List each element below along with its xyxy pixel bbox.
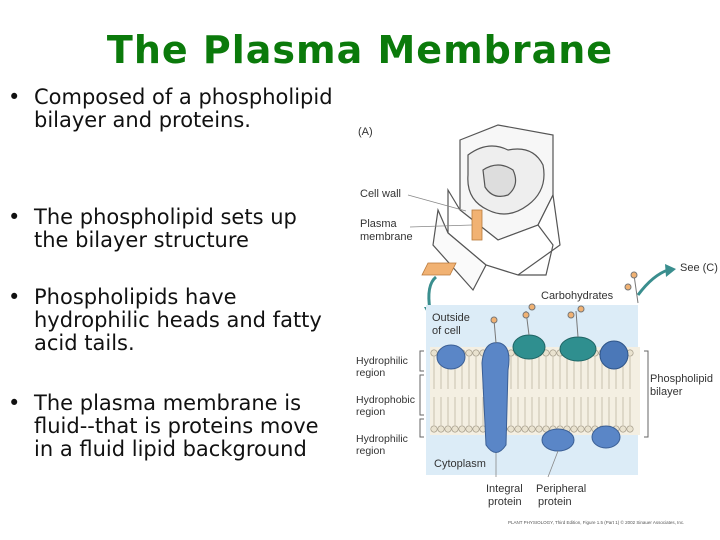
lipid-head <box>430 425 438 433</box>
plasma-pointer <box>409 224 473 228</box>
carbohydrate-chain-icon <box>624 271 639 304</box>
hydrophobic-label-1: Hydrophobic <box>356 394 415 406</box>
integral-label-1: Integral <box>486 483 523 495</box>
lipid-head <box>437 425 445 433</box>
lipid-head <box>451 425 459 433</box>
slide-title: The Plasma Membrane <box>106 28 614 72</box>
protein-blob <box>559 336 597 362</box>
bullet-item: • Composed of a phospholipid bilayer and… <box>6 86 336 132</box>
peripheral-label-1: Peripheral <box>536 483 586 495</box>
plasma-membrane-figure: (A) Cell wall Plasma membrane See (C) Ca… <box>356 124 718 525</box>
lipid-head <box>507 425 515 433</box>
hydrophilic-top-label-1: Hydrophilic <box>356 355 408 367</box>
integral-protein <box>481 342 510 453</box>
bullet-item: • The phospholipid sets up the bilayer s… <box>6 206 336 252</box>
plasma-label-line2: membrane <box>360 231 413 243</box>
hydrophilic-bottom-label-2: region <box>356 445 385 457</box>
bullet-dot: • <box>8 391 21 415</box>
lipid-head <box>577 425 585 433</box>
outside-label-line1: Outside <box>432 312 470 324</box>
carbohydrates-label: Carbohydrates <box>541 290 614 302</box>
plasma-label-line1: Plasma <box>360 218 398 230</box>
figure-credit: PLANT PHYSIOLOGY, Third Edition, Figure … <box>508 519 684 525</box>
phospholipid-label-1: Phospholipid <box>650 373 713 385</box>
peripheral-pointer <box>547 450 559 478</box>
cell-wall-slab <box>421 262 457 276</box>
bullet-dot: • <box>8 85 21 109</box>
panel-label: (A) <box>358 126 373 138</box>
lipid-head <box>549 349 557 357</box>
protein-blob <box>512 334 546 360</box>
lipid-head <box>528 425 536 433</box>
lipid-head <box>521 425 529 433</box>
carbohydrate-chains <box>490 303 585 344</box>
see-c-arrow <box>636 268 669 296</box>
bullet-dot: • <box>8 205 21 229</box>
lipid-head <box>626 425 634 433</box>
lipid-head <box>465 425 473 433</box>
bullet-text: Composed of a phospholipid bilayer and p… <box>34 85 333 132</box>
lipid-head <box>514 425 522 433</box>
bullet-item: • Phospholipids have hydrophilic heads a… <box>6 286 336 355</box>
bullet-dot: • <box>8 285 21 309</box>
plant-cell-illustration <box>432 124 561 292</box>
bullet-item: • The plasma membrane is fluid--that is … <box>6 392 336 461</box>
protein-blob <box>599 340 629 370</box>
hydrophobic-label-2: region <box>356 406 385 418</box>
hydrophilic-top-label-2: region <box>356 367 385 379</box>
lipid-head <box>465 349 473 357</box>
arrow-head-icon <box>665 264 676 277</box>
phospholipid-bilayer <box>430 347 640 435</box>
lipid-head <box>584 425 592 433</box>
outside-label-line2: of cell <box>432 325 461 337</box>
membrane-highlight <box>471 209 483 241</box>
integral-label-2: protein <box>488 496 522 508</box>
lipid-head <box>444 425 452 433</box>
lipid-head <box>458 425 466 433</box>
peripheral-label-2: protein <box>538 496 572 508</box>
hydrophilic-bottom-label-1: Hydrophilic <box>356 433 408 445</box>
lipid-head <box>472 349 480 357</box>
bullet-text: Phospholipids have hydrophilic heads and… <box>34 285 322 355</box>
cell-wall-pointer <box>407 194 467 212</box>
lipid-head <box>619 425 627 433</box>
lipid-head <box>535 425 543 433</box>
lipid-head <box>570 425 578 433</box>
protein-blob <box>591 425 621 449</box>
cell-wall-label: Cell wall <box>360 188 401 200</box>
phospholipid-label-2: bilayer <box>650 386 683 398</box>
protein-blob <box>436 344 466 370</box>
see-c-label: See (C) <box>680 262 718 274</box>
cytoplasm-label: Cytoplasm <box>434 458 486 470</box>
bullet-text: The plasma membrane is fluid--that is pr… <box>34 391 319 461</box>
bullet-text: The phospholipid sets up the bilayer str… <box>34 205 297 252</box>
peripheral-protein <box>541 428 575 452</box>
lipid-head <box>472 425 480 433</box>
region-braces <box>419 350 649 438</box>
lipid-head <box>430 349 438 357</box>
